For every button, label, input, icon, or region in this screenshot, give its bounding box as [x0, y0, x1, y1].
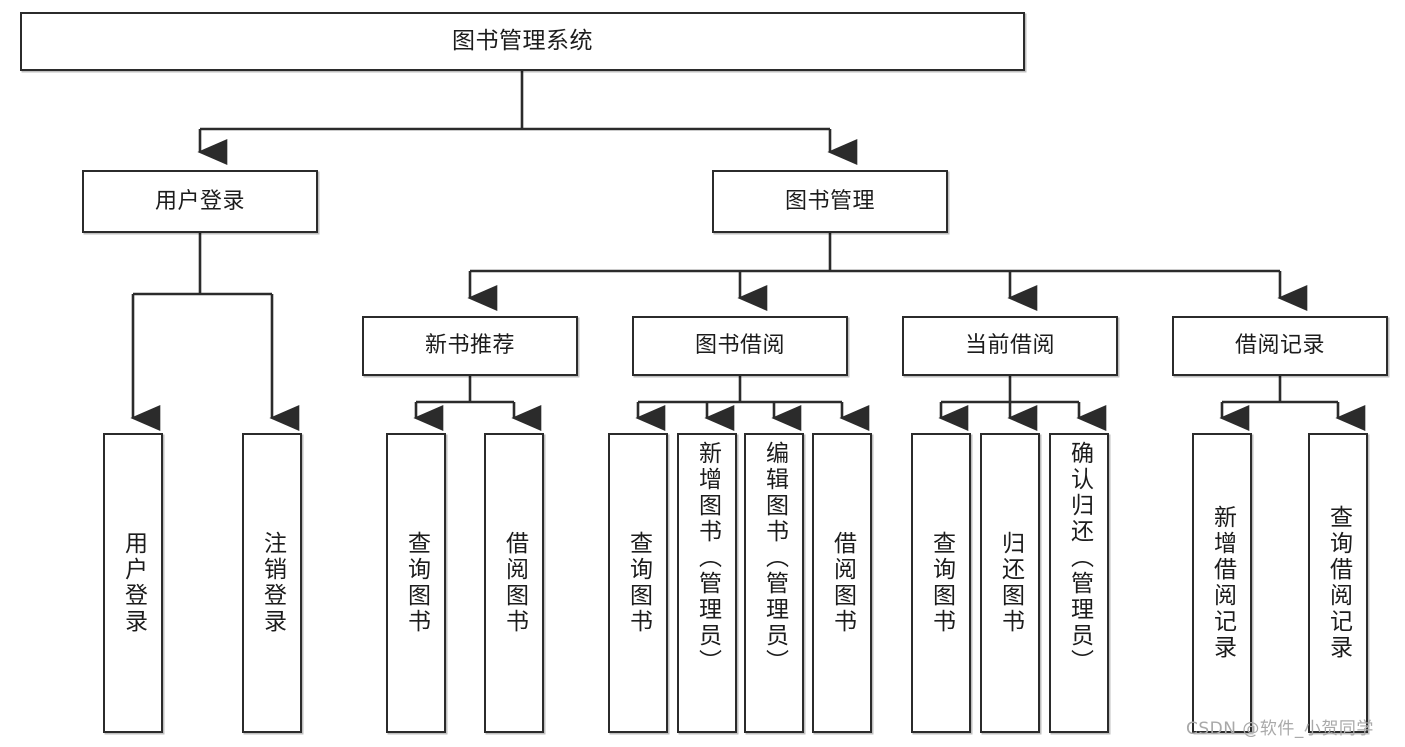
node-leaf-query-borrow-record[interactable]: 查询借阅记录: [1308, 433, 1368, 733]
node-book-management-system[interactable]: 图书管理系统: [20, 12, 1025, 71]
node-label: 归还图书: [997, 531, 1024, 635]
node-current-borrow[interactable]: 当前借阅: [902, 316, 1118, 376]
node-label: 新书推荐: [424, 333, 515, 359]
node-label: 当前借阅: [964, 333, 1055, 359]
node-label: 查询图书: [403, 531, 430, 635]
node-leaf-borrow-book[interactable]: 借阅图书: [812, 433, 872, 733]
node-label: 图书管理: [784, 188, 875, 214]
node-label: 图书借阅: [694, 333, 785, 359]
node-label: 编辑图书（管理员）: [761, 441, 788, 675]
node-book-borrow[interactable]: 图书借阅: [632, 316, 848, 376]
node-leaf-confirm-return[interactable]: 确认归还（管理员）: [1049, 433, 1109, 733]
node-leaf-query-book-new[interactable]: 查询图书: [386, 433, 446, 733]
node-leaf-logout[interactable]: 注销登录: [242, 433, 302, 733]
node-label: 注销登录: [259, 531, 286, 635]
node-leaf-return-book[interactable]: 归还图书: [980, 433, 1040, 733]
node-leaf-query-book-current[interactable]: 查询图书: [911, 433, 971, 733]
node-label: 借阅图书: [501, 531, 528, 635]
node-label: 借阅图书: [829, 531, 856, 635]
node-leaf-add-borrow-record[interactable]: 新增借阅记录: [1192, 433, 1252, 733]
node-label: 用户登录: [120, 531, 147, 635]
node-book-management[interactable]: 图书管理: [712, 170, 948, 233]
node-leaf-add-book[interactable]: 新增图书（管理员）: [677, 433, 737, 733]
node-leaf-user-login[interactable]: 用户登录: [103, 433, 163, 733]
node-leaf-edit-book[interactable]: 编辑图书（管理员）: [744, 433, 804, 733]
csdn-watermark: CSDN @软件_小贺同学: [1186, 719, 1374, 739]
node-label: 查询图书: [625, 531, 652, 635]
node-label: 借阅记录: [1234, 333, 1325, 359]
node-label: 图书管理系统: [452, 27, 593, 54]
node-label: 查询借阅记录: [1325, 505, 1352, 661]
node-label: 确认归还（管理员）: [1066, 441, 1093, 675]
node-leaf-query-book-borrow[interactable]: 查询图书: [608, 433, 668, 733]
node-new-book-recommend[interactable]: 新书推荐: [362, 316, 578, 376]
node-label: 查询图书: [928, 531, 955, 635]
node-borrow-record[interactable]: 借阅记录: [1172, 316, 1388, 376]
node-label: 新增借阅记录: [1209, 505, 1236, 661]
node-label: 新增图书（管理员）: [694, 441, 721, 675]
node-user-login[interactable]: 用户登录: [82, 170, 318, 233]
node-leaf-borrow-book-new[interactable]: 借阅图书: [484, 433, 544, 733]
node-label: 用户登录: [154, 188, 245, 214]
